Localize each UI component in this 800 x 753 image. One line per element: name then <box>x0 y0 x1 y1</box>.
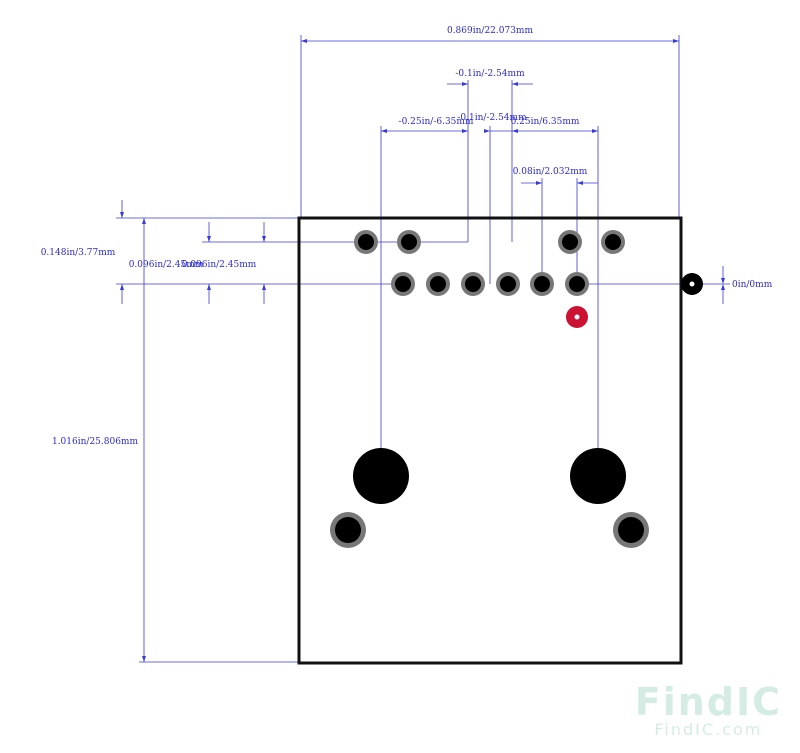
dim-row-gap-a-label: 0.096in/2.45mm <box>129 260 204 270</box>
pad <box>354 230 378 254</box>
dim-overall-height: 1.016in/25.806mm <box>52 218 301 663</box>
dim-zero-offset-label: 0in/0mm <box>732 280 773 290</box>
shield-pad-right <box>613 512 649 548</box>
pad <box>496 272 520 296</box>
dim-offset-right-label: 0.25in/6.35mm <box>511 117 580 127</box>
dim-vertical-left: 0.148in/3.77mm 0.096in/2.45mm 0.096in/2.… <box>41 200 468 304</box>
mounting-hole-right <box>570 448 626 504</box>
dim-row-offset-label: 0.148in/3.77mm <box>41 248 116 258</box>
dim-pin-spacing: 0.08in/2.032mm <box>513 167 598 284</box>
shield-pad-left <box>330 512 366 548</box>
mounting-hole-left <box>353 448 409 504</box>
pad <box>558 230 582 254</box>
dim-offsets: -0.25in/-6.35mm -0.1in/-2.54mm 0.25in/6.… <box>380 113 599 476</box>
pad <box>565 272 589 296</box>
dim-pitch-top-label: -0.1in/-2.54mm <box>455 69 525 79</box>
watermark-url: FindIC.com <box>654 720 763 739</box>
dim-overall-height-label: 1.016in/25.806mm <box>52 437 138 447</box>
pad <box>461 272 485 296</box>
watermark-logo: FindIC <box>634 680 782 724</box>
dim-pin-spacing-label: 0.08in/2.032mm <box>513 167 588 177</box>
component-outline <box>297 216 683 665</box>
dim-zero-offset: 0in/0mm <box>577 266 773 304</box>
watermark: FindIC FindIC.com <box>635 683 782 739</box>
origin-marker <box>566 306 588 328</box>
dim-pitch-mid-label: -0.1in/-2.54mm <box>457 113 527 123</box>
dim-overall-width: 0.869in/22.073mm <box>300 26 680 218</box>
pad <box>397 230 421 254</box>
dim-overall-width-label: 0.869in/22.073mm <box>447 26 533 36</box>
reference-hole <box>681 273 703 295</box>
pad-pin-row <box>391 272 589 296</box>
pad <box>426 272 450 296</box>
dim-pitch-top: -0.1in/-2.54mm <box>447 69 533 242</box>
dim-row-gap-b-label: 0.096in/2.45mm <box>182 260 257 270</box>
pad-top-row <box>354 230 625 254</box>
pad <box>601 230 625 254</box>
pad <box>391 272 415 296</box>
pad <box>530 272 554 296</box>
dim-offset-left-label: -0.25in/-6.35mm <box>399 117 474 127</box>
